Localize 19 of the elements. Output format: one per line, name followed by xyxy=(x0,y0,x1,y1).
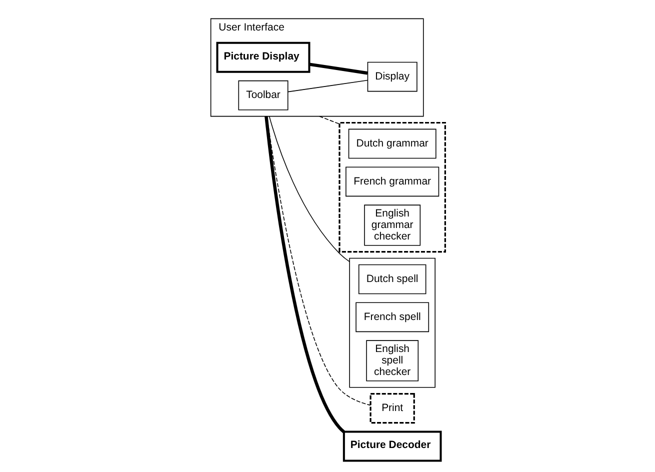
node-box: Toolbar xyxy=(238,80,288,110)
node-box: French spell xyxy=(355,302,429,332)
node-box: Print xyxy=(369,392,414,424)
node-box: English spell checker xyxy=(366,340,418,381)
connector xyxy=(308,62,368,74)
node-box: Display xyxy=(366,61,417,92)
cluster xyxy=(338,121,446,252)
connector xyxy=(264,116,344,433)
connector xyxy=(268,115,350,262)
connector xyxy=(318,115,340,124)
node-box: Picture Display xyxy=(216,41,310,72)
node-box: French grammar xyxy=(345,166,439,196)
connector xyxy=(266,115,370,406)
connector xyxy=(287,79,368,92)
cluster xyxy=(348,257,435,388)
node-box: Picture Decoder xyxy=(342,430,442,462)
node-box: Dutch spell xyxy=(358,264,426,294)
node-box: Dutch grammar xyxy=(348,128,436,158)
node-box: English grammar checker xyxy=(364,204,420,246)
